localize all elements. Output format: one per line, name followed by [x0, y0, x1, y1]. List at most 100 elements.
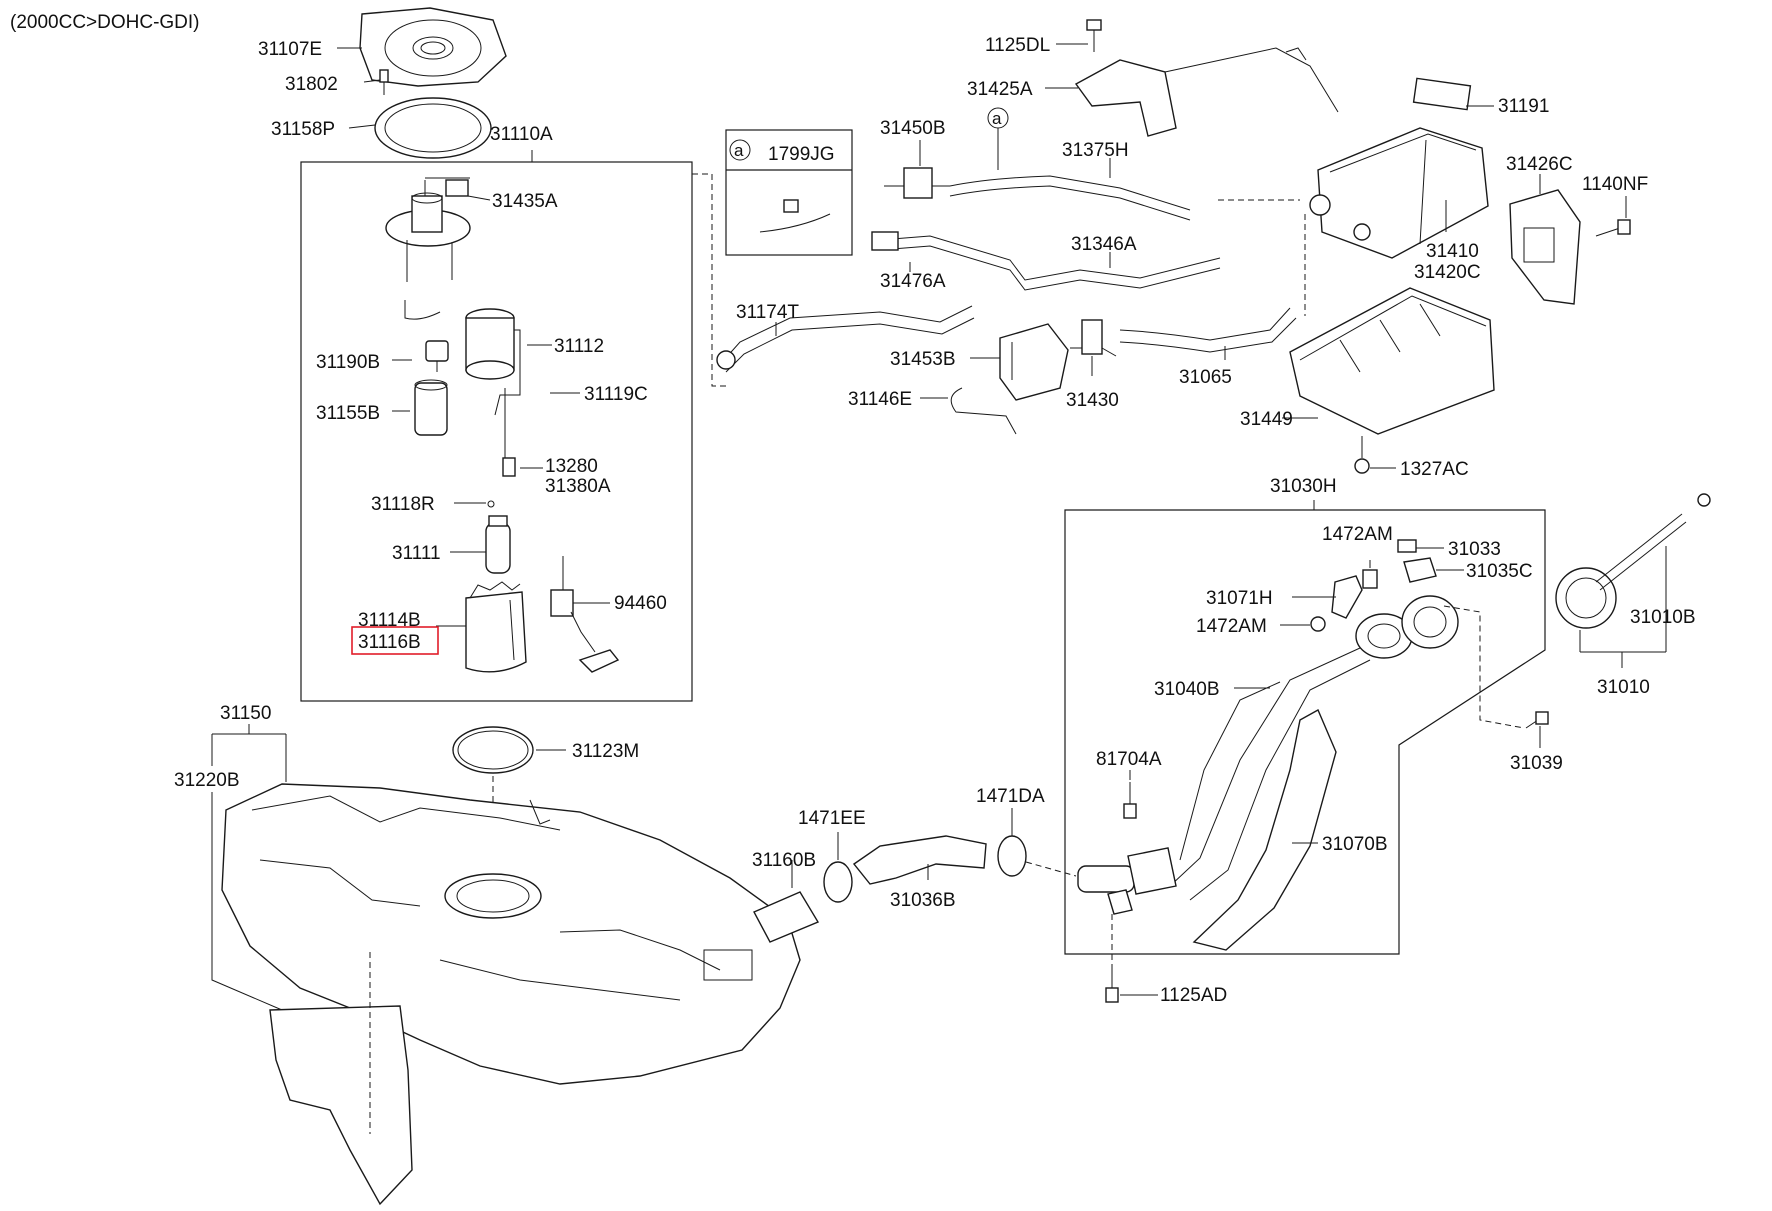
vapor-line-31346A: [879, 235, 1221, 281]
fuel-pump-gasket: [374, 97, 492, 159]
label-31155B: 31155B: [316, 403, 380, 424]
hose-31146E: [950, 387, 1017, 435]
nut-1327AC: [1354, 436, 1370, 474]
label-31158P: 31158P: [271, 119, 335, 140]
label-31380A: 31380A: [545, 476, 611, 497]
hose-31065-outline: [1119, 317, 1297, 353]
purge-valve: [884, 167, 950, 199]
label-31107E: 31107E: [258, 39, 322, 60]
quick-connector-icon: [716, 350, 736, 370]
filler-neck-protector: [1192, 709, 1337, 951]
label-31112: 31112: [554, 336, 604, 357]
label-31010B: 31010B: [1630, 607, 1696, 628]
connector-icon: [445, 179, 469, 197]
label-31119C: 31119C: [584, 384, 648, 405]
label-31010: 31010: [1597, 677, 1650, 698]
filler-neck-pipe: [1169, 613, 1413, 901]
check-valve-31430: [1070, 319, 1117, 357]
clamp-1472AM-b: [1310, 616, 1326, 632]
label-31220B: 31220B: [174, 770, 240, 791]
bolt-icon: [379, 69, 389, 95]
filler-neck-inlet: [1077, 847, 1177, 915]
label-31425A: 31425A: [967, 79, 1033, 100]
filter-canister: [414, 379, 448, 436]
wire-clip-strap: [759, 213, 831, 233]
fuel-feed-line-outline: [725, 317, 975, 373]
label-1327AC: 1327AC: [1400, 459, 1469, 480]
label-31030H: 31030H: [1270, 476, 1337, 497]
wire-clip-icon: [783, 199, 799, 213]
sensor-icon: [502, 457, 516, 477]
fuel-reservoir-cup: [465, 581, 527, 673]
label-31118R: 31118R: [371, 494, 435, 515]
label-1472AM-b: 1472AM: [1196, 616, 1267, 637]
label-31426C: 31426C: [1506, 154, 1573, 175]
label-1125DL: 1125DL: [985, 35, 1050, 56]
label-31802: 31802: [285, 74, 338, 95]
label-31116B: 31116B: [358, 632, 421, 653]
canister-bracket: [1074, 47, 1339, 137]
hose-31071H: [1331, 575, 1363, 619]
fuel-level-sender: [550, 556, 620, 673]
pump-flange: [385, 177, 471, 282]
filler-neck-assembly-box: [1064, 509, 1546, 955]
clamp-1471DA: [997, 835, 1027, 877]
label-31190B: 31190B: [316, 352, 380, 373]
label-1125AD: 1125AD: [1160, 985, 1227, 1006]
label-31160B: 31160B: [752, 850, 816, 871]
clamp-1472AM-a: [1362, 569, 1378, 589]
hose-connector-31476A: [871, 231, 899, 251]
label-1471EE: 1471EE: [798, 808, 866, 829]
callout-box: [725, 129, 853, 256]
dashed-leader: [1025, 861, 1077, 877]
label-31191: 31191: [1498, 96, 1549, 117]
vapor-valve-block: [999, 323, 1069, 401]
label-31033: 31033: [1448, 539, 1501, 560]
callout-ref-part: 1799JG: [768, 144, 835, 165]
label-1471DA: 1471DA: [976, 786, 1045, 807]
filler-hose-31036B: [852, 835, 987, 885]
fuel-door-ring: [1401, 595, 1459, 649]
bolt-1140NF: [1595, 219, 1631, 237]
label-31410: 31410: [1426, 241, 1479, 262]
label-31174T: 31174T: [736, 302, 799, 323]
hose-31065: [1119, 307, 1291, 341]
bolt-81704A: [1123, 782, 1137, 819]
label-31346A: 31346A: [1071, 234, 1137, 255]
label-31123M: 31123M: [572, 741, 639, 762]
label-31070B: 31070B: [1322, 834, 1388, 855]
heat-shield-bracket: [1509, 189, 1581, 305]
fuel-filter: [404, 300, 521, 460]
label-31036B: 31036B: [890, 890, 956, 911]
canister: [1309, 127, 1489, 259]
tank-seal-ring: [452, 726, 534, 774]
label-1472AM-a: 1472AM: [1322, 524, 1393, 545]
label-1140NF: 1140NF: [1582, 174, 1648, 195]
canister-protector-tray: [1289, 287, 1495, 435]
filler-hose-31160B: [753, 891, 820, 943]
label-31065: 31065: [1179, 367, 1232, 388]
fuel-feed-line: [723, 305, 973, 361]
vapor-line-31346A-outline: [879, 245, 1221, 291]
label-13280: 13280: [545, 456, 598, 477]
label-94460: 94460: [614, 593, 667, 614]
vent-valve-31033: [1397, 539, 1417, 553]
label-31110A: 31110A: [490, 124, 553, 145]
label-31375H: 31375H: [1062, 140, 1129, 161]
label-31420C: 31420C: [1414, 262, 1481, 283]
vapor-hose-upper: [949, 175, 1191, 211]
clip-icon: [487, 500, 495, 508]
fuel-pump-assembly-box: [300, 161, 693, 702]
label-81704A: 81704A: [1096, 749, 1162, 770]
dashed-leader: [1443, 605, 1525, 729]
screw-31039: [1525, 711, 1549, 729]
label-31150: 31150: [220, 703, 271, 724]
canister-filter-pad: [1412, 77, 1472, 111]
label-31111: 31111: [392, 543, 441, 564]
label-31071H: 31071H: [1206, 588, 1273, 609]
label-31430: 31430: [1066, 390, 1119, 411]
fuel-pressure-regulator: [425, 340, 449, 372]
callout-symbol: [729, 139, 751, 161]
engine-note: (2000CC>DOHC-GDI): [10, 12, 200, 33]
